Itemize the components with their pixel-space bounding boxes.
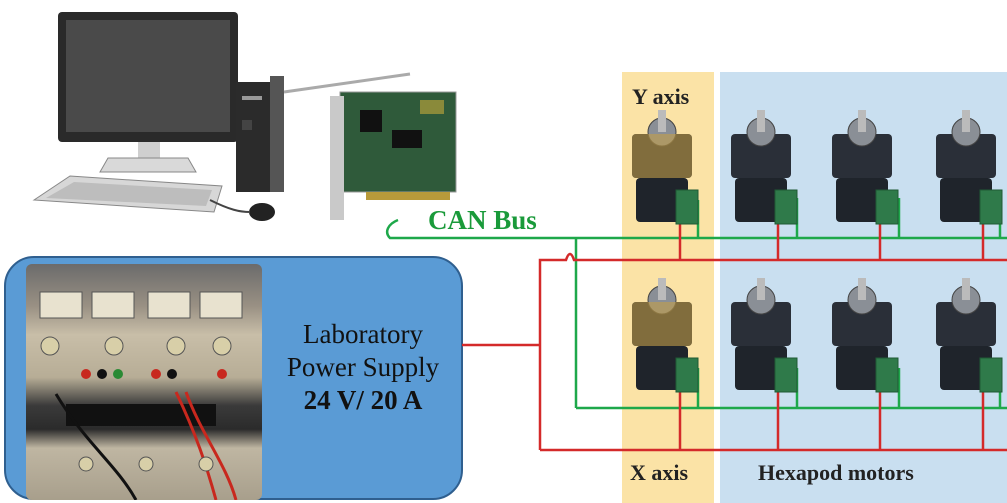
hexapod-motor-3-icon — [936, 110, 1002, 224]
hexapod-motor-2-icon — [832, 110, 898, 224]
mouse-icon — [249, 203, 275, 221]
motor-y-axis-icon — [632, 110, 698, 224]
hexapod-motor-4-icon — [731, 278, 797, 392]
can-interface-card-icon — [284, 74, 456, 220]
hexapod-motor-6-icon — [936, 278, 1002, 392]
hexapod-motor-1-icon — [731, 110, 797, 224]
monitor-icon — [58, 12, 238, 172]
hexapod-motor-5-icon — [832, 278, 898, 392]
pc-tower-icon — [236, 76, 284, 192]
keyboard-icon — [34, 176, 222, 212]
motor-x-axis-icon — [632, 278, 698, 392]
